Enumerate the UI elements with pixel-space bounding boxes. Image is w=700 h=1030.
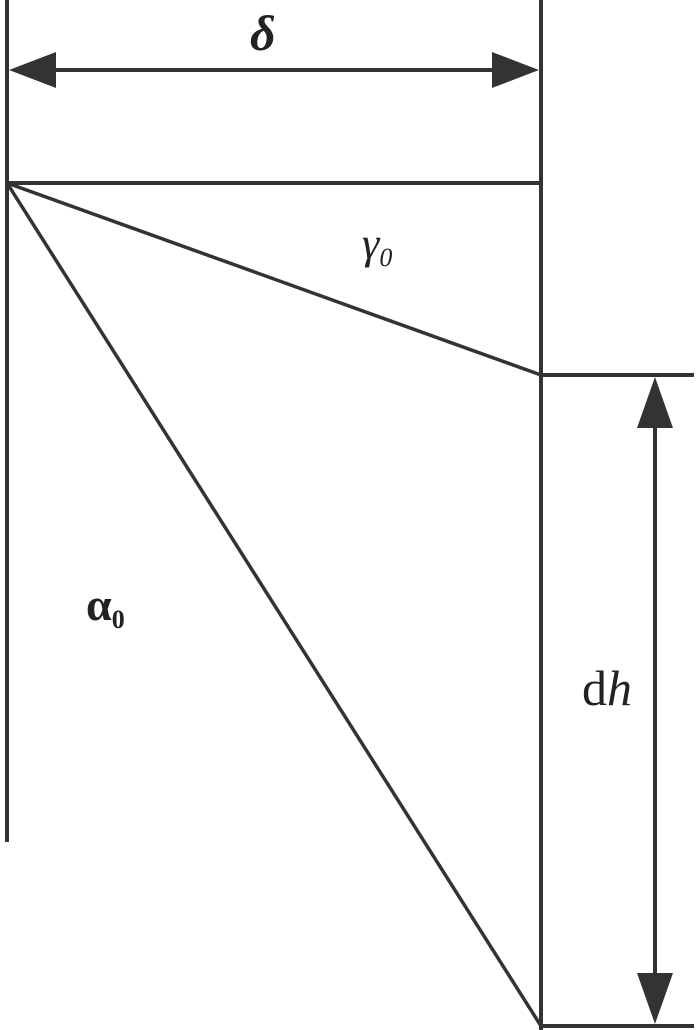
- dh-arrow-bottom-head: [637, 973, 673, 1024]
- gamma-label: γ0: [362, 219, 392, 272]
- dh-label: dh: [582, 660, 632, 716]
- gamma-diagonal-line: [6, 181, 542, 377]
- delta-dimension-arrow: [9, 52, 539, 88]
- delta-arrow-left-head: [9, 52, 56, 88]
- alpha-label: α0: [86, 579, 125, 634]
- delta-label: δ: [250, 5, 276, 61]
- delta-arrow-right-head: [492, 52, 539, 88]
- dh-arrow-top-head: [637, 377, 673, 428]
- dh-dimension-arrow: [637, 377, 673, 1024]
- alpha-diagonal-line: [5, 182, 543, 1027]
